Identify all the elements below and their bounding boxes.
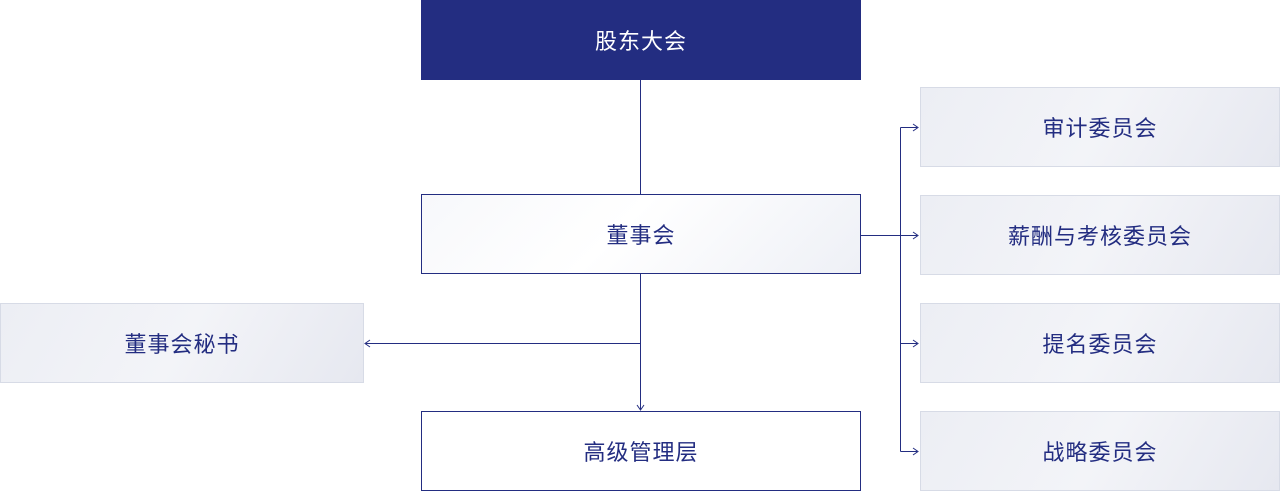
node-nomination-committee: 提名委员会 [920, 303, 1280, 383]
arrowhead-audit [912, 123, 919, 132]
node-label: 战略委员会 [1042, 441, 1158, 466]
node-salary-committee: 薪酬与考核委员会 [920, 195, 1280, 275]
node-board-secretary: 董事会秘书 [0, 303, 364, 383]
arrowhead-salary [912, 231, 919, 240]
node-audit-committee: 审计委员会 [920, 87, 1280, 167]
node-label: 薪酬与考核委员会 [1007, 225, 1192, 250]
node-label: 提名委员会 [1042, 333, 1158, 358]
node-label: 高级管理层 [583, 441, 699, 466]
node-shareholders-meeting: 股东大会 [421, 0, 861, 80]
arrowhead-nomination [912, 339, 919, 348]
arrowhead-management [636, 404, 645, 411]
node-board-of-directors: 董事会 [421, 194, 861, 274]
node-senior-management: 高级管理层 [421, 411, 861, 491]
arrowhead-secretary [364, 339, 371, 348]
node-strategy-committee: 战略委员会 [920, 411, 1280, 491]
arrowhead-strategy [912, 447, 919, 456]
node-label: 股东大会 [594, 30, 687, 55]
node-label: 董事会 [606, 224, 676, 249]
node-label: 审计委员会 [1042, 117, 1158, 142]
node-label: 董事会秘书 [124, 333, 240, 358]
